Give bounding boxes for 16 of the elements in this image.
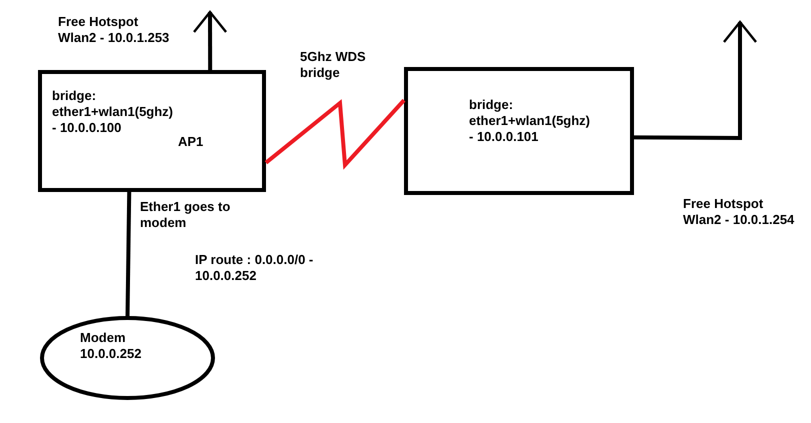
connector-line bbox=[264, 98, 406, 170]
node-text: bridge: ether1+wlan1(5ghz) - 10.0.0.101 bbox=[469, 97, 592, 145]
antenna-arrow bbox=[192, 10, 228, 70]
connector-line bbox=[126, 192, 132, 318]
hotspot-label: Free Hotspot Wlan2 - 10.0.1.254 bbox=[683, 196, 796, 228]
device-box bbox=[38, 70, 266, 192]
modem-ellipse bbox=[40, 316, 215, 400]
antenna-arrow bbox=[634, 20, 758, 140]
node-text: AP1 bbox=[178, 134, 204, 150]
edge-label: Ether1 goes to modem bbox=[140, 199, 232, 231]
hotspot-label: Free Hotspot Wlan2 - 10.0.1.253 bbox=[58, 14, 170, 46]
node-text: bridge: ether1+wlan1(5ghz) - 10.0.0.100 bbox=[52, 88, 174, 136]
device-box bbox=[404, 67, 634, 195]
node-text: Modem 10.0.0.252 bbox=[80, 330, 142, 362]
route-note: IP route : 0.0.0.0/0 - 10.0.0.252 bbox=[195, 252, 314, 284]
edge-label: 5Ghz WDS bridge bbox=[300, 49, 367, 81]
